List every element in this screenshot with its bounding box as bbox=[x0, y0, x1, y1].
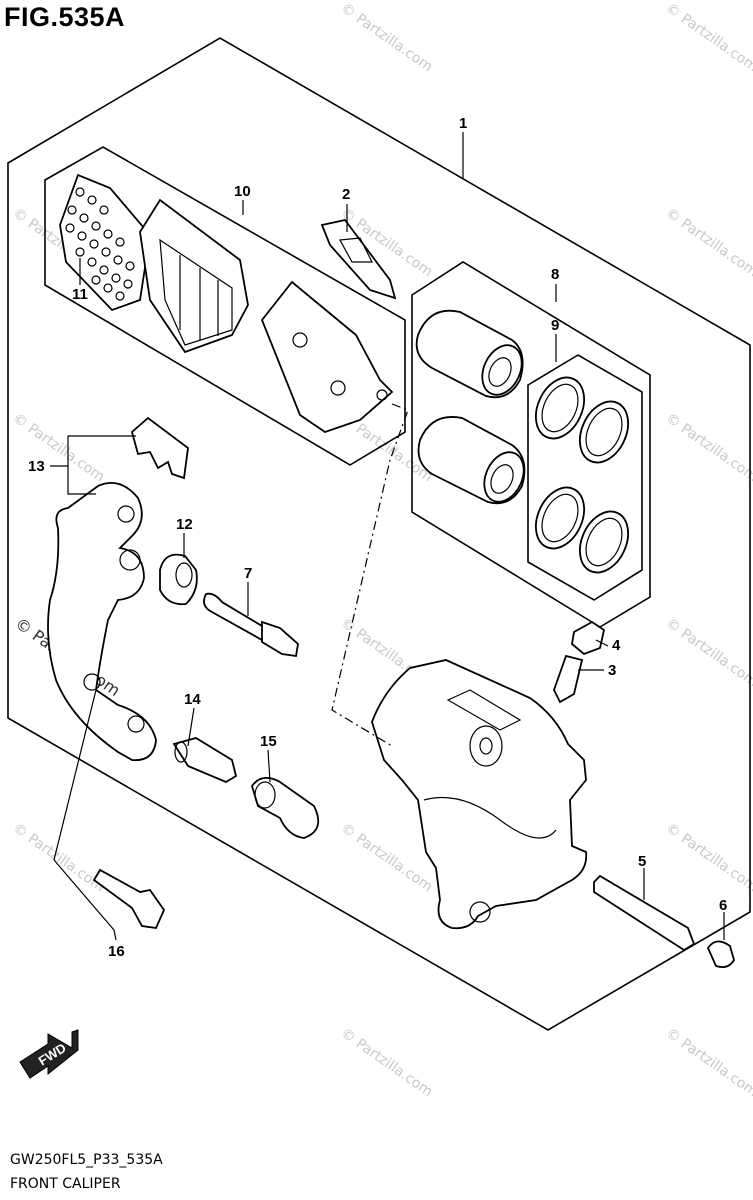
pad-set-frame bbox=[44, 146, 406, 466]
watermark: © Partzilla.com bbox=[663, 205, 753, 280]
bracket-bolt bbox=[172, 737, 238, 784]
caliper-pin bbox=[593, 874, 696, 952]
fwd-direction-marker: FWD bbox=[19, 1029, 79, 1079]
watermark: © Partzilla.com bbox=[663, 410, 753, 485]
piston-upper bbox=[415, 309, 524, 399]
seal-inner-frame bbox=[527, 354, 643, 601]
seal-set-frame bbox=[411, 261, 651, 628]
callout-7: 7 bbox=[244, 565, 252, 582]
callout-8: 8 bbox=[551, 266, 559, 283]
watermark: © Partzilla.com bbox=[338, 0, 436, 75]
callout-4: 4 bbox=[612, 637, 621, 654]
watermark: © Partzilla.com bbox=[663, 615, 753, 690]
brake-pad-front bbox=[139, 198, 249, 354]
callout-11: 11 bbox=[72, 286, 88, 303]
callout-2: 2 bbox=[342, 186, 350, 203]
pin-boot bbox=[706, 940, 735, 969]
callout-15: 15 bbox=[260, 733, 277, 750]
brake-pad-rear bbox=[260, 280, 394, 433]
watermark: © Partzilla.com bbox=[663, 820, 753, 895]
callout-5: 5 bbox=[638, 853, 646, 870]
callout-labels: 1 2 10 11 8 9 13 12 7 4 3 14 15 5 6 16 bbox=[28, 115, 727, 960]
pad-retainer-clip bbox=[130, 416, 189, 480]
callout-16: 16 bbox=[108, 943, 125, 960]
caliper-bracket bbox=[47, 482, 157, 762]
diagram-name: FRONT CALIPER bbox=[10, 1176, 121, 1192]
diagram-code: GW250FL5_P33_535A bbox=[10, 1152, 163, 1168]
watermark: © Partzilla.com bbox=[663, 0, 753, 75]
slide-pin-lower bbox=[251, 776, 320, 839]
pad-shim bbox=[59, 173, 151, 312]
piston-lower bbox=[417, 416, 526, 505]
caliper-body bbox=[371, 659, 588, 930]
figure-title: FIG.535A bbox=[4, 2, 126, 32]
callout-14: 14 bbox=[184, 691, 201, 708]
assembly-outline-frame bbox=[7, 37, 751, 1031]
callout-10: 10 bbox=[234, 183, 251, 200]
watermark: © Partzilla.com bbox=[10, 410, 108, 485]
slide-pin-upper bbox=[203, 592, 299, 658]
watermark: © Partzilla.com bbox=[338, 1025, 436, 1100]
pad-spring bbox=[320, 218, 397, 300]
leader-lines bbox=[50, 132, 725, 941]
callout-1: 1 bbox=[459, 115, 467, 132]
bleeder-cap bbox=[571, 620, 606, 656]
callout-12: 12 bbox=[176, 516, 193, 533]
bleeder-screw bbox=[553, 654, 584, 704]
mounting-bolt bbox=[92, 868, 166, 929]
piston-seal-rings bbox=[535, 376, 629, 574]
callout-13: 13 bbox=[28, 458, 45, 475]
watermark: © Partzilla.com bbox=[663, 1025, 753, 1100]
callout-3: 3 bbox=[608, 662, 616, 679]
watermark: © Partzilla.com bbox=[10, 820, 108, 895]
callout-9: 9 bbox=[551, 317, 559, 334]
watermark: © Partzilla.com bbox=[338, 820, 436, 895]
callout-6: 6 bbox=[719, 897, 727, 914]
boot bbox=[159, 553, 198, 606]
